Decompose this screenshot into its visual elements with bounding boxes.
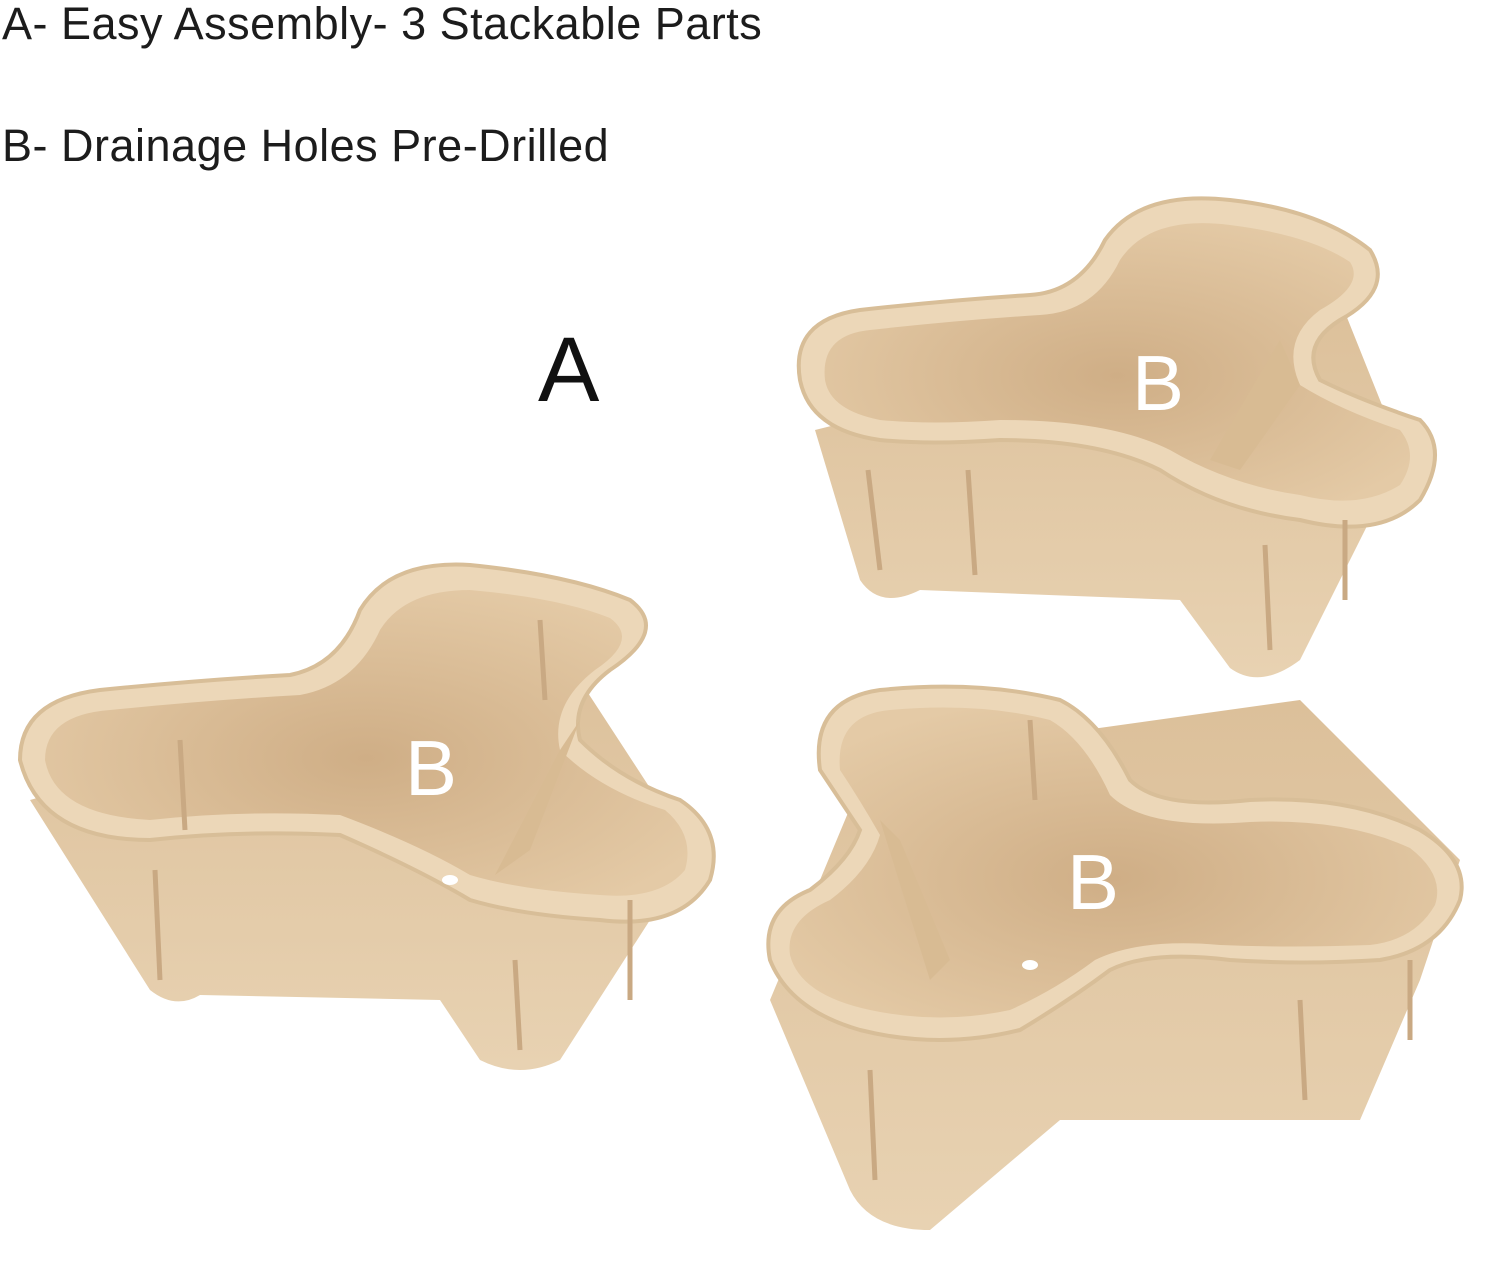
caption-drainage-holes: B- Drainage Holes Pre-Drilled [2,120,610,171]
hole-label-b-top-right: B [1132,339,1185,427]
hole-label-b-bottom-right: B [1067,838,1120,926]
planter-bottom-left [17,562,716,1070]
part-label-a: A [538,319,600,421]
planter-bottom-right [766,684,1464,1230]
hole-label-b-bottom-left: B [405,724,458,812]
caption-easy-assembly: A- Easy Assembly- 3 Stackable Parts [2,0,763,49]
planter-top-right [796,196,1437,678]
